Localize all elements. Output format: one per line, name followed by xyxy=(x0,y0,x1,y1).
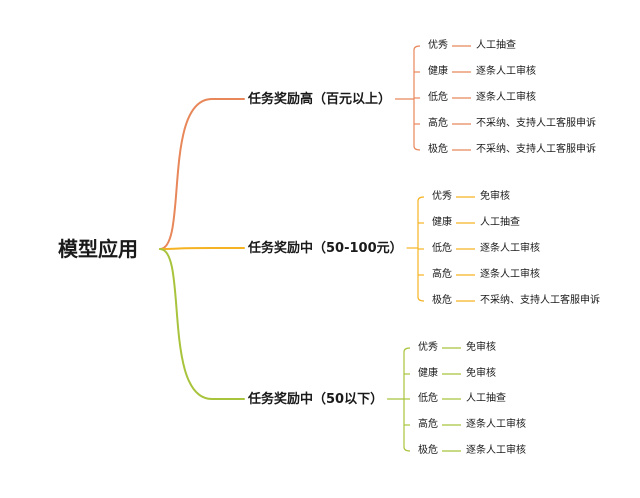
action-label: 不采纳、支持人工客服申诉 xyxy=(480,295,600,306)
action-label: 逐条人工审核 xyxy=(466,419,526,430)
level-label: 低危 xyxy=(428,92,448,103)
action-label: 逐条人工审核 xyxy=(480,243,540,254)
action-label: 逐条人工审核 xyxy=(476,66,536,77)
action-label: 人工抽查 xyxy=(466,393,506,404)
level-label: 高危 xyxy=(428,118,448,129)
level-label: 低危 xyxy=(418,393,438,404)
level-label: 优秀 xyxy=(418,342,438,353)
level-label: 优秀 xyxy=(432,191,452,202)
level-label: 低危 xyxy=(432,243,452,254)
root-node-label: 模型应用 xyxy=(58,237,138,261)
action-label: 逐条人工审核 xyxy=(466,445,526,456)
level-label: 极危 xyxy=(432,295,452,306)
branch-label-high: 任务奖励高（百元以上） xyxy=(248,91,392,107)
action-label: 人工抽查 xyxy=(480,217,520,228)
level-label: 极危 xyxy=(428,144,448,155)
level-label: 健康 xyxy=(432,217,452,228)
level-label: 优秀 xyxy=(428,40,448,51)
level-label: 高危 xyxy=(432,269,452,280)
action-label: 人工抽查 xyxy=(476,40,516,51)
level-label: 健康 xyxy=(418,368,438,379)
action-label: 免审核 xyxy=(466,368,496,379)
action-label: 逐条人工审核 xyxy=(476,92,536,103)
action-label: 免审核 xyxy=(480,191,510,202)
action-label: 不采纳、支持人工客服申诉 xyxy=(476,118,596,129)
root-branch-connector xyxy=(159,98,245,250)
level-label: 高危 xyxy=(418,419,438,430)
level-label: 健康 xyxy=(428,66,448,77)
branch-label-mid: 任务奖励中（50-100元） xyxy=(248,240,403,256)
branch-label-low: 任务奖励中（50以下） xyxy=(248,391,384,407)
root-branch-connector xyxy=(159,247,245,250)
level-label: 极危 xyxy=(418,445,438,456)
action-label: 不采纳、支持人工客服申诉 xyxy=(476,144,596,155)
action-label: 免审核 xyxy=(466,342,496,353)
root-branch-connector xyxy=(159,248,245,400)
action-label: 逐条人工审核 xyxy=(480,269,540,280)
